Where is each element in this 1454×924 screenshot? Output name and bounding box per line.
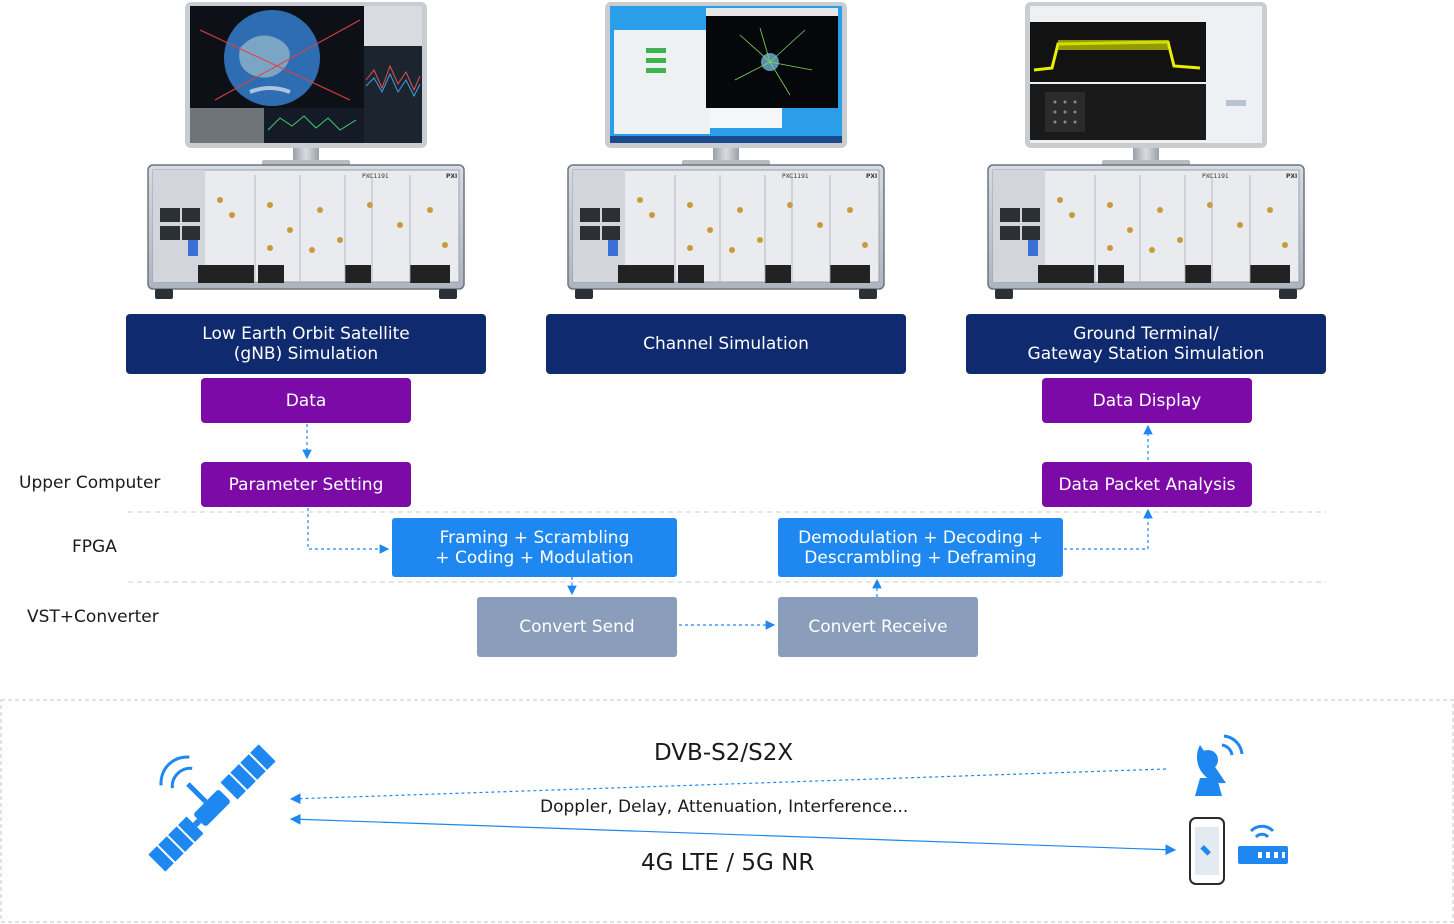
router-icon	[1238, 824, 1288, 864]
impairments-label: Doppler, Delay, Attenuation, Interferenc…	[540, 797, 909, 817]
phone-icon	[1189, 817, 1225, 885]
ground-terminal-simulation-box: Ground Terminal/ Gateway Station Simulat…	[966, 314, 1326, 374]
framing-modulation-box: Framing + Scrambling + Coding + Modulati…	[392, 518, 677, 577]
convert-send-box: Convert Send	[477, 597, 677, 657]
convert-receive-box: Convert Receive	[778, 597, 978, 657]
chassis-model-text: PXC1191	[362, 173, 389, 180]
satellite-icon	[148, 744, 276, 872]
dvb-s2-label: DVB-S2/S2X	[654, 740, 794, 766]
demodulation-deframing-box: Demodulation + Decoding + Descrambling +…	[778, 518, 1063, 577]
parameter-setting-box: Parameter Setting	[201, 462, 411, 507]
flow-arrows	[302, 424, 1153, 630]
data-packet-analysis-box: Data Packet Analysis	[1042, 462, 1252, 507]
data-box: Data	[201, 378, 411, 423]
monitor-channel-simulation	[605, 2, 847, 166]
cellular-link-line	[289, 813, 1177, 856]
chassis-bus-text: PXI	[446, 173, 457, 180]
data-display-box: Data Display	[1042, 378, 1252, 423]
leo-satellite-simulation-box: Low Earth Orbit Satellite (gNB) Simulati…	[126, 314, 486, 374]
air-interface-frame	[0, 699, 1454, 923]
pxi-chassis-2	[567, 164, 885, 300]
cellular-label: 4G LTE / 5G NR	[641, 850, 815, 876]
row-label-upper-computer: Upper Computer	[19, 473, 161, 493]
channel-simulation-box: Channel Simulation	[546, 314, 906, 374]
pxi-chassis-3	[987, 164, 1305, 300]
monitor-leo-satellite	[185, 2, 427, 166]
dvb-link-line	[289, 768, 1167, 805]
row-label-vst-converter: VST+Converter	[27, 607, 159, 627]
satellite-dish-icon	[1195, 734, 1244, 796]
monitor-ground-terminal	[1025, 2, 1267, 166]
pxi-chassis-1: PXC1191 PXI	[147, 164, 465, 299]
row-label-fpga: FPGA	[72, 537, 117, 557]
